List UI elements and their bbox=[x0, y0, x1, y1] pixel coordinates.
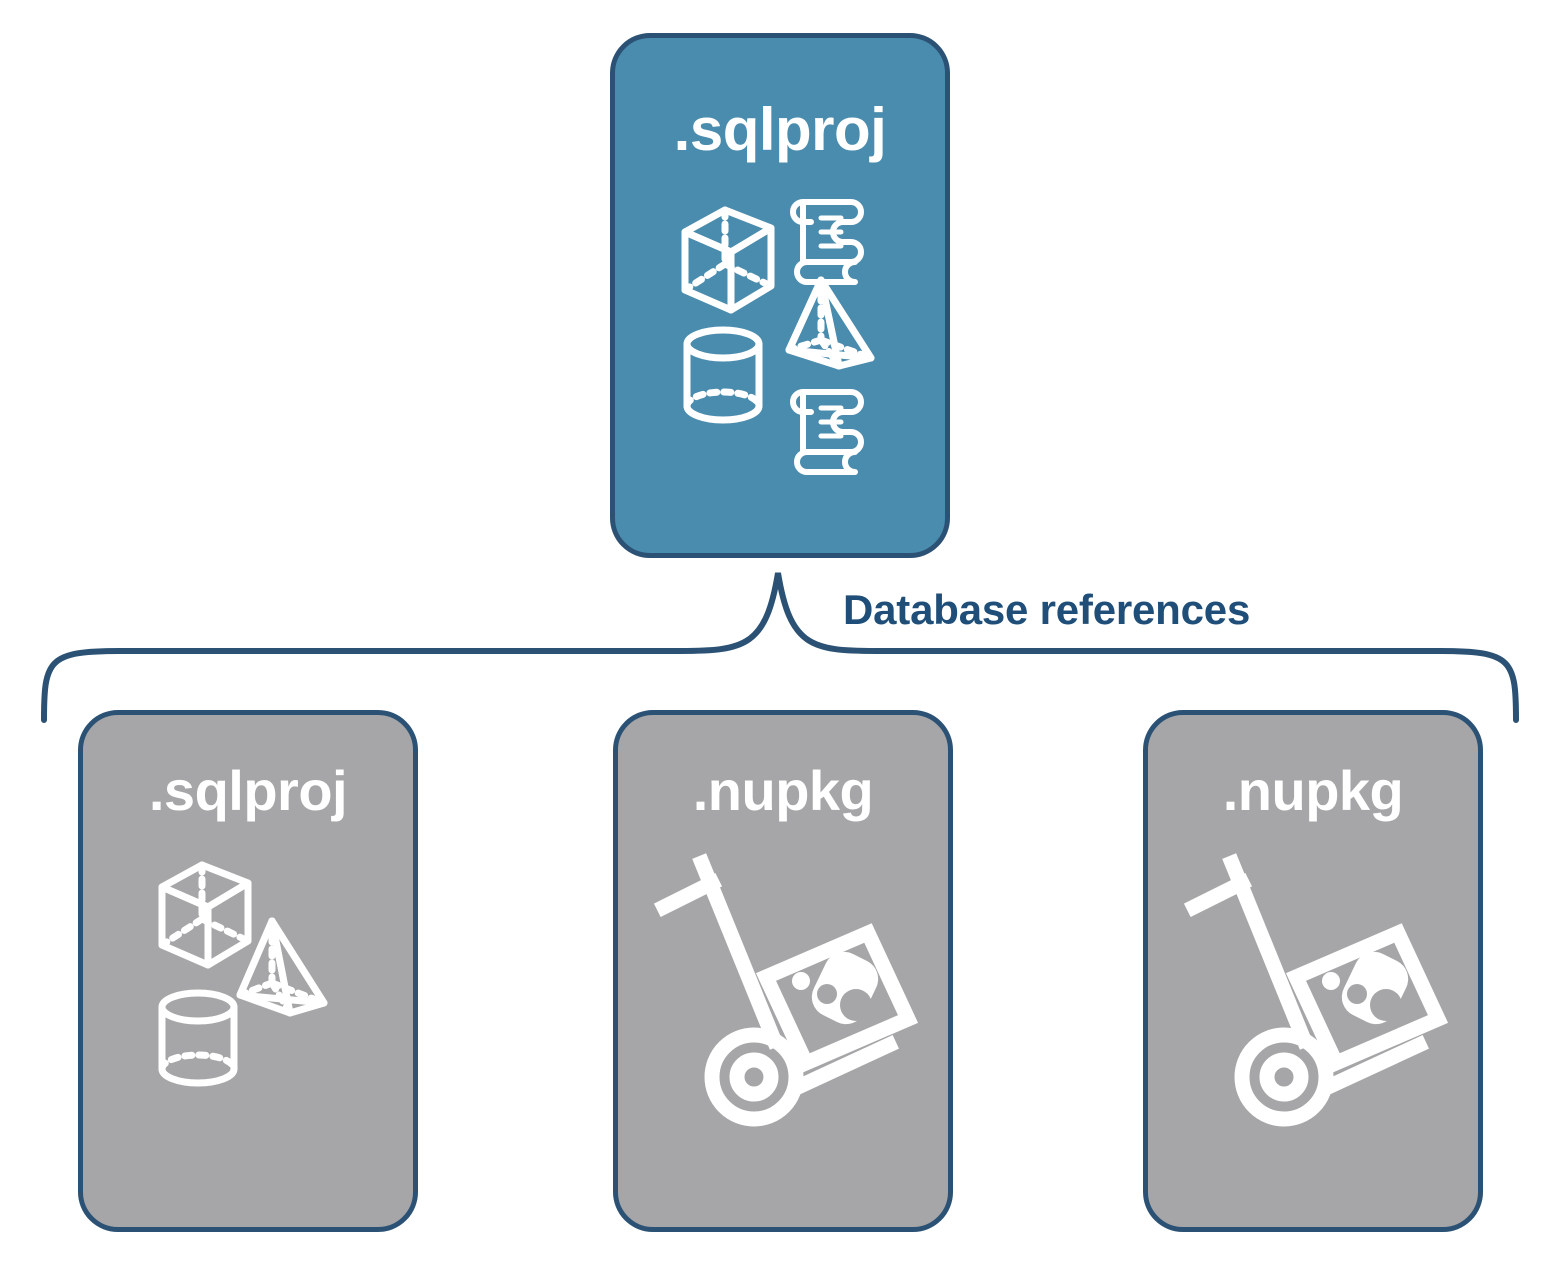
cube-icon bbox=[681, 206, 775, 314]
card-label-sqlproj-child: .sqlproj bbox=[148, 759, 348, 822]
hand-truck-package-icon bbox=[1183, 853, 1448, 1127]
pyramid-icon bbox=[785, 276, 875, 370]
hand-truck-package-icon bbox=[653, 853, 918, 1127]
card-sqlproj-parent[interactable]: .sqlproj bbox=[610, 33, 950, 558]
scroll-icon bbox=[790, 389, 864, 475]
card-art-nupkg-1 bbox=[618, 853, 948, 1215]
pyramid-icon bbox=[236, 917, 328, 1017]
cylinder-icon bbox=[683, 326, 763, 424]
card-label-nupkg-2: .nupkg bbox=[1222, 759, 1404, 822]
card-sqlproj-child[interactable]: .sqlproj bbox=[78, 710, 418, 1232]
card-nupkg-2[interactable]: .nupkg bbox=[1143, 710, 1483, 1232]
cylinder-icon bbox=[158, 989, 238, 1087]
card-art-sqlproj-parent bbox=[615, 188, 945, 478]
card-art-nupkg-2 bbox=[1148, 853, 1478, 1215]
card-label-nupkg-1: .nupkg bbox=[692, 759, 874, 822]
card-label-sqlproj-parent: .sqlproj bbox=[673, 96, 887, 163]
card-art-sqlproj-child bbox=[83, 855, 413, 1215]
scroll-icon bbox=[790, 199, 864, 285]
cube-icon bbox=[158, 861, 252, 969]
card-nupkg-1[interactable]: .nupkg bbox=[613, 710, 953, 1232]
connector-label: Database references bbox=[843, 586, 1251, 633]
